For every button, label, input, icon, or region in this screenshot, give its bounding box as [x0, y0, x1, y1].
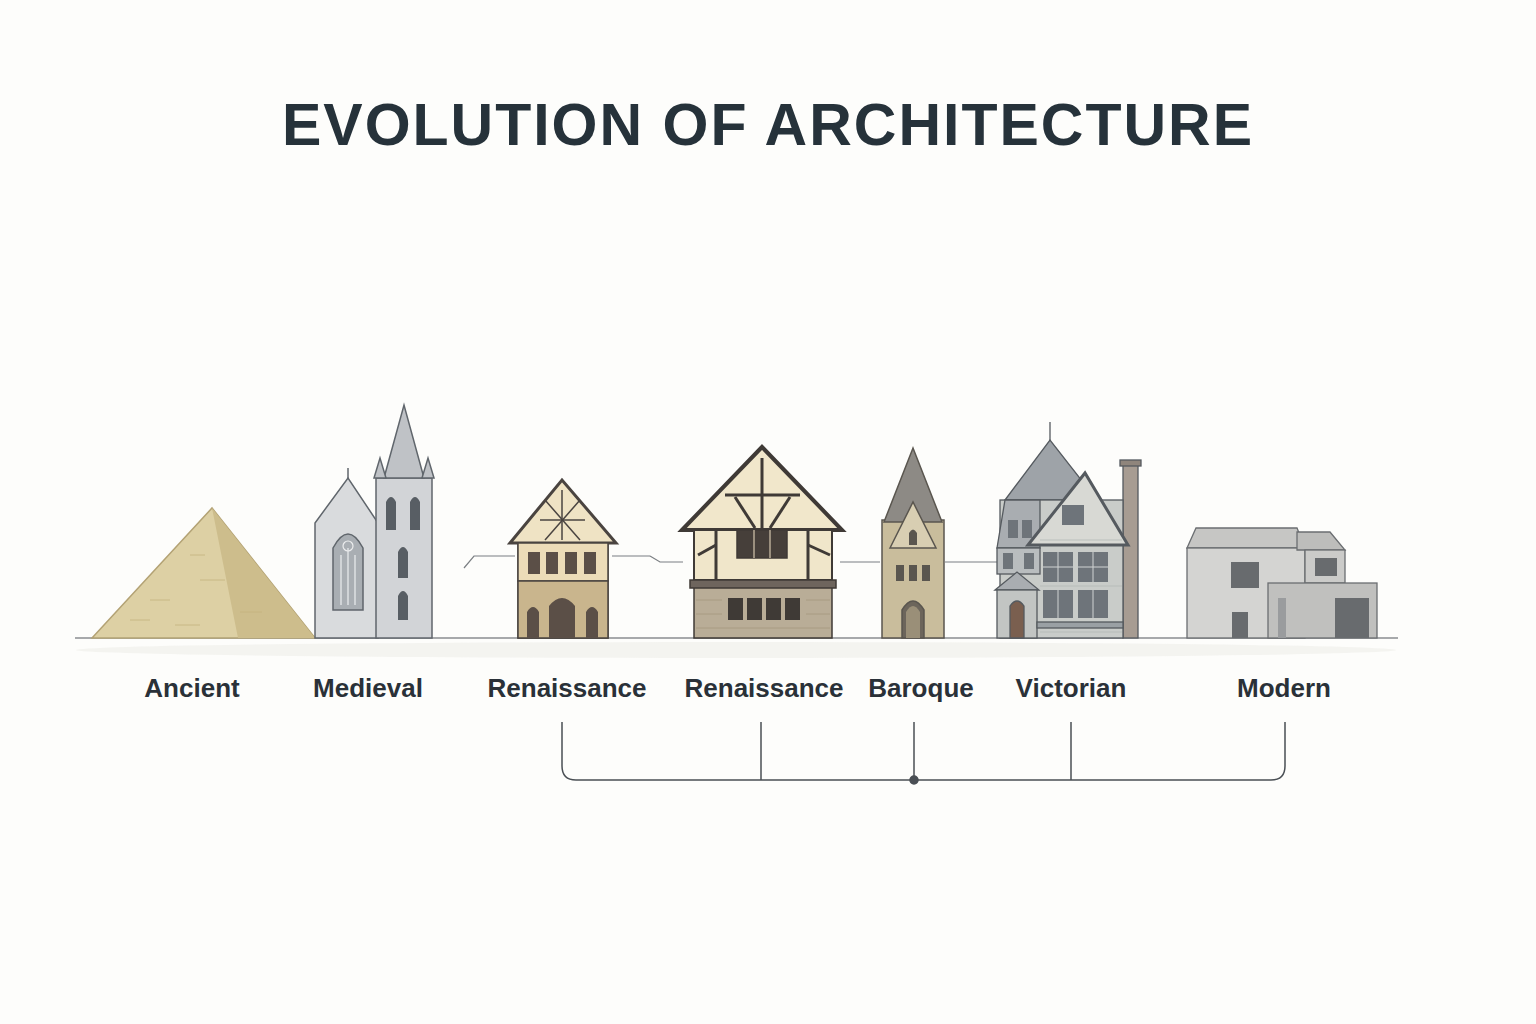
- era-label: Modern: [1237, 672, 1331, 704]
- ground: [75, 638, 1398, 658]
- era-label: Renaissance: [488, 672, 647, 704]
- era-label: Medieval: [313, 672, 423, 704]
- era-label: Baroque: [868, 672, 973, 704]
- timeline-bracket: [562, 722, 1285, 784]
- modern-house: [1187, 528, 1377, 638]
- baroque-tower: [882, 448, 944, 638]
- era-label: Victorian: [1016, 672, 1127, 704]
- tudor-house: [682, 447, 842, 638]
- timber-house: [510, 480, 616, 638]
- victorian-house: [995, 422, 1141, 638]
- era-label: Ancient: [144, 672, 239, 704]
- diagram-title: EVOLUTION OF ARCHITECTURE: [0, 88, 1536, 162]
- gothic-church: [315, 405, 434, 638]
- era-label: Renaissance: [685, 672, 844, 704]
- pyramid: [92, 508, 315, 638]
